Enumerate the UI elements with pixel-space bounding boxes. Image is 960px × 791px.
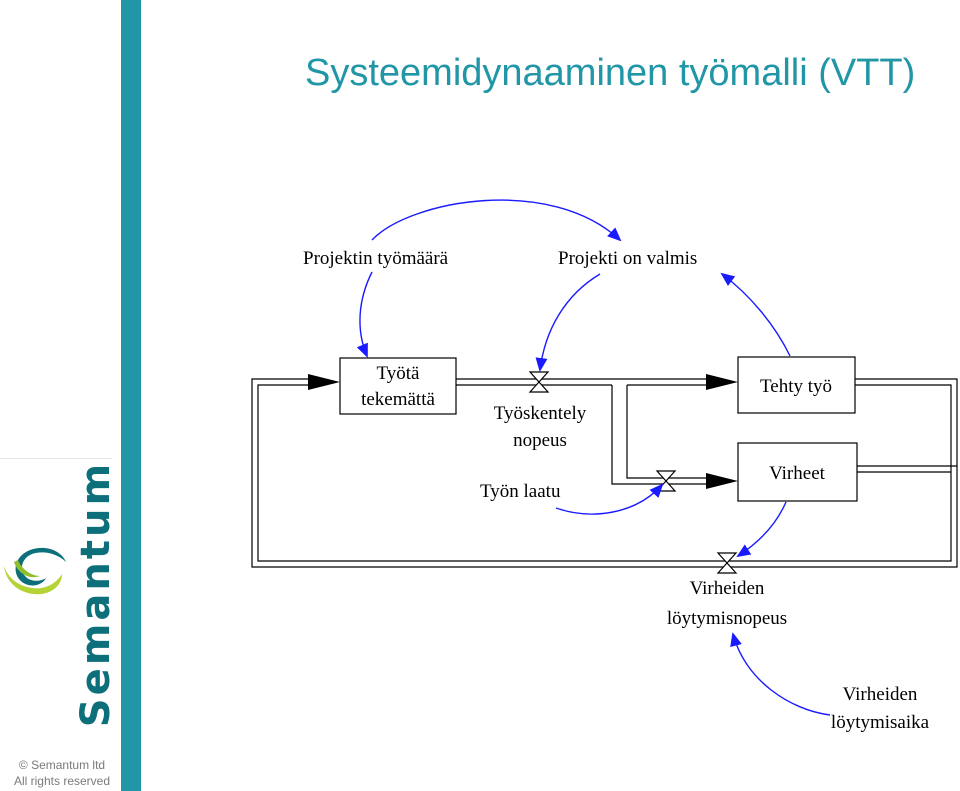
slide-title: Systeemidynaaminen työmalli (VTT)	[305, 52, 916, 94]
label-tyota-tekematta-line2: tekemättä	[361, 389, 435, 410]
sidebar-stripe	[121, 0, 141, 791]
link-tehty-tyo-to-valmis	[720, 272, 791, 357]
label-virheiden-loytymisnopeus-line1: Virheiden	[690, 578, 765, 599]
label-tehty-tyo: Tehty työ	[760, 376, 832, 397]
link-valmis-to-tyoskentely	[535, 273, 601, 372]
arrowhead-into-virheet	[706, 473, 738, 489]
label-virheiden-loytymisaika-line1: Virheiden	[843, 684, 918, 705]
link-loytymisaika-to-loytymisnopeus	[730, 632, 831, 716]
label-tyoskentely-nopeus-line2: nopeus	[513, 430, 567, 451]
copyright-line-2: All rights reserved	[13, 774, 111, 788]
label-tyoskentely-nopeus-line1: Työskentely	[494, 403, 587, 424]
label-projektin-tyomaara: Projektin työmäärä	[303, 248, 449, 269]
valve-tyoskentely	[528, 371, 550, 393]
label-projekti-on-valmis: Projekti on valmis	[558, 248, 697, 269]
semantum-logo-icon	[4, 547, 67, 595]
link-tyomaara-to-valmis	[371, 199, 622, 242]
valve-virheiden-loytymisnopeus	[716, 552, 738, 574]
brand-divider	[0, 458, 112, 459]
label-tyota-tekematta-line1: Työtä	[377, 363, 421, 384]
arrowhead-into-tehty-tyo	[706, 374, 738, 390]
stock-virheet	[737, 442, 858, 502]
flow-arrowheads	[308, 374, 738, 489]
label-virheet: Virheet	[769, 463, 826, 484]
label-virheiden-loytymisnopeus-line2: löytymisnopeus	[667, 608, 787, 629]
flow-pipes	[251, 378, 958, 568]
copyright-notice: © Semantum ltd All rights reserved	[6, 757, 118, 789]
label-virheiden-loytymisaika-line2: löytymisaika	[831, 712, 930, 733]
arrowhead-into-tyota-tekematta	[308, 374, 340, 390]
stock-tyota-tekematta	[339, 357, 457, 415]
stock-tehty-tyo	[737, 356, 856, 414]
copyright-line-1: © Semantum ltd	[18, 758, 106, 772]
causal-links	[356, 199, 831, 716]
link-tyon-laatu-to-virheet-valve	[555, 483, 664, 515]
link-virheet-to-loytymisnopeus	[736, 501, 787, 558]
label-tyon-laatu: Työn laatu	[480, 481, 561, 502]
link-tyomaara-to-tyota-tekematta	[356, 271, 373, 358]
